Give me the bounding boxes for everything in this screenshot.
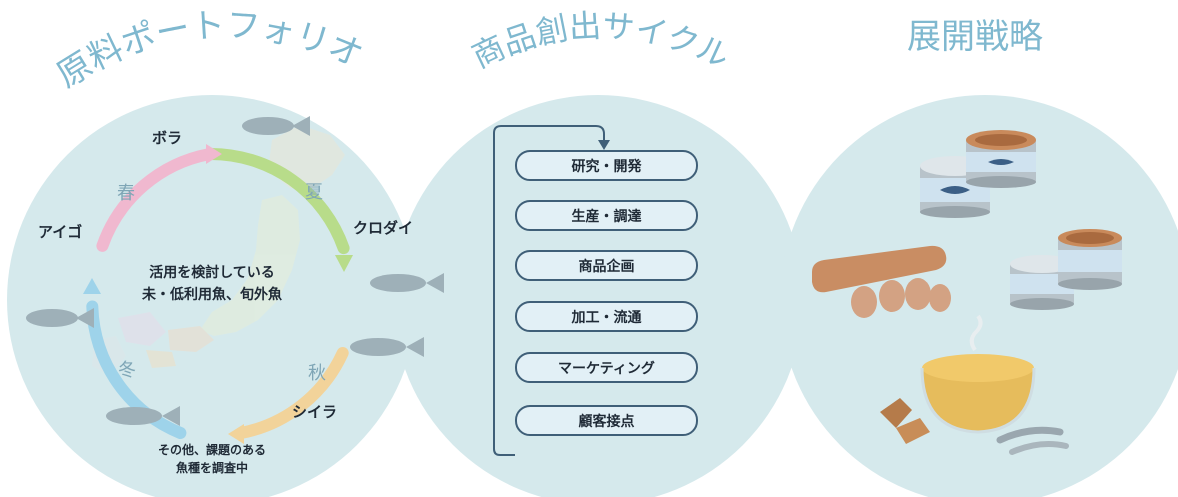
cycle-step-marketing: マーケティング [515,352,698,383]
spring-arc [96,148,216,252]
fish-icon [106,406,180,426]
season-autumn: 秋 [308,363,326,384]
fish-label-bora: ボラ [152,129,183,147]
canned-food-icon [920,130,1036,218]
cycle-arrowhead [598,140,610,150]
fish-icon [370,273,444,293]
soup-bowl-icon [880,314,1069,455]
season-winter: 冬 [118,360,136,381]
autumn-arc [235,347,349,439]
cycle-step-planning: 商品企画 [515,250,698,281]
winter-arc [86,300,187,439]
season-spring: 春 [117,183,135,204]
summer-arc [204,147,350,255]
season-summer: 夏 [305,182,323,203]
sausage-icon [812,245,951,318]
cycle-loop-arrow [493,125,605,456]
note-line-1: その他、課題のある [157,443,266,457]
fish-icon [350,337,424,357]
fish-label-aigo: アイゴ [38,223,83,241]
cycle-step-processing: 加工・流通 [515,301,698,332]
center-line-2: 未・低利用魚、旬外魚 [142,287,282,303]
portfolio-title: 原料ポートフォリオ [50,5,369,96]
fish-label-shiira: シイラ [292,403,338,421]
cycle-step-research: 研究・開発 [515,150,698,181]
cycle-title: 商品創出サイクル [466,7,735,76]
cycle-circle [393,95,803,497]
cycle-step-customer: 顧客接点 [515,405,698,436]
season-arrowheads [83,144,353,444]
canned-food-icon [1010,229,1122,310]
fish-label-kurodai: クロダイ [353,219,414,237]
fish-group [26,116,444,426]
portfolio-center-text: 活用を検討している 未・低利用魚、旬外魚 [122,262,302,306]
note-line-2: 魚種を調査中 [175,461,248,475]
strategy-title: 展開戦略 [907,17,1043,57]
season-ring [86,147,350,439]
center-line-1: 活用を検討している [149,265,275,281]
cycle-step-production: 生産・調達 [515,200,698,231]
fish-icon [26,308,94,328]
portfolio-note: その他、課題のある 魚種を調査中 [132,441,292,477]
strategy-circle [780,95,1178,497]
fish-icon [242,116,310,136]
